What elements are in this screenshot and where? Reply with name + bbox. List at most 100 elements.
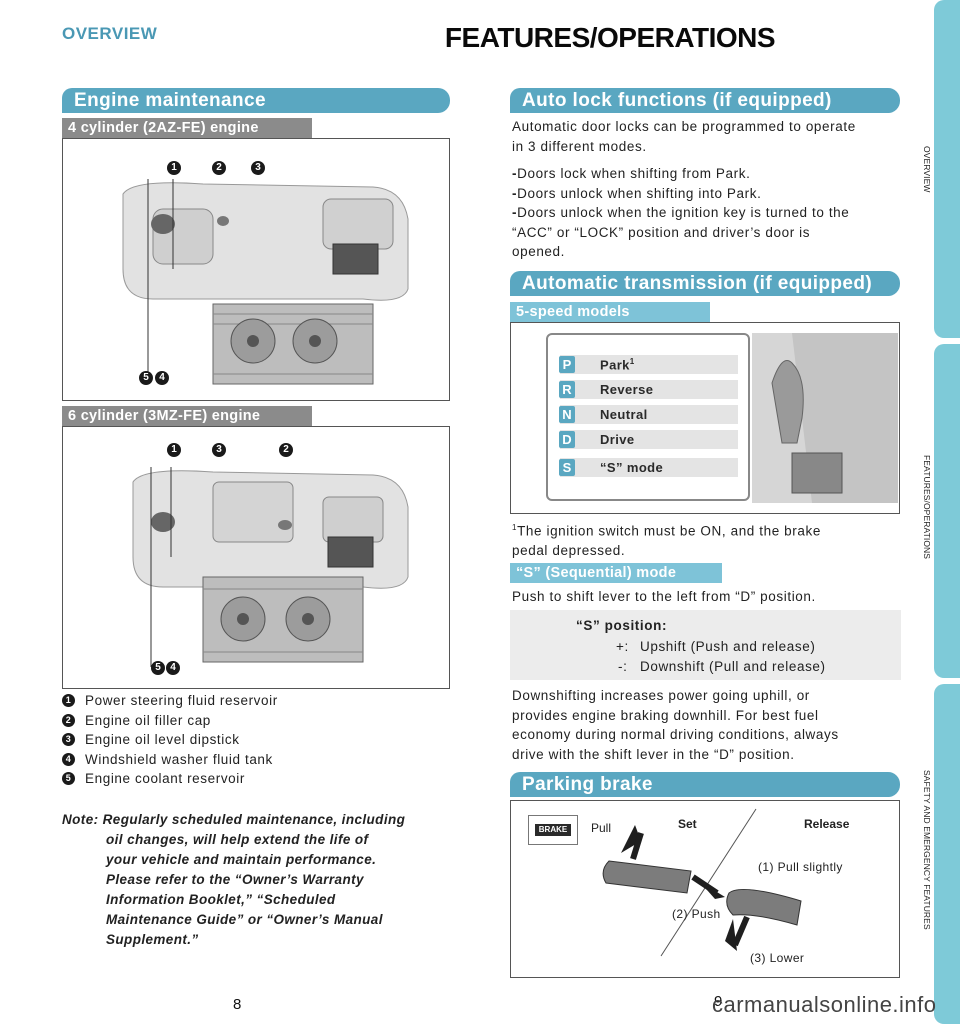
paragraph-line: economy during normal driving conditions…	[512, 727, 839, 742]
step1-label: (1) Pull slightly	[758, 860, 843, 874]
callout-6cyl-5: 5	[151, 661, 165, 675]
legend-item: 4 Windshield washer fluid tank	[62, 750, 450, 770]
callout-6cyl-3: 3	[212, 443, 226, 457]
s-position-plus: Upshift (Push and release)	[640, 639, 816, 654]
gear-letter-d: D	[559, 431, 575, 448]
legend-item: 5 Engine coolant reservoir	[62, 769, 450, 789]
four-cylinder-subheader: 4 cylinder (2AZ-FE) engine	[62, 118, 312, 138]
gear-label-reverse: Reverse	[600, 382, 654, 397]
shift-lever-photo	[752, 333, 898, 503]
bullet-dash: -	[512, 205, 518, 220]
auto-lock-mode-3: -Doors unlock when the ignition key is t…	[512, 203, 902, 223]
tab-safety-emergency[interactable]	[934, 684, 960, 1024]
auto-lock-body: Automatic door locks can be programmed t…	[512, 117, 902, 262]
s-position-title: “S” position:	[576, 618, 668, 633]
callout-4cyl-2: 2	[212, 161, 226, 175]
bullet-dash: -	[512, 166, 518, 181]
s-mode-intro: Push to shift lever to the left from “D”…	[512, 589, 816, 604]
overview-tag: OVERVIEW	[62, 24, 158, 43]
auto-transmission-header: Automatic transmission (if equipped)	[510, 271, 900, 296]
note-line: oil changes, will help extend the life o…	[106, 832, 369, 847]
note-line: Information Booklet,” “Scheduled	[106, 892, 336, 907]
s-position-minus: Downshift (Pull and release)	[640, 659, 826, 674]
mode-text: Doors unlock when the ignition key is tu…	[517, 205, 850, 220]
s-position-minus-key: -:	[618, 659, 628, 674]
legend-text: Power steering fluid reservoir	[85, 693, 278, 708]
gear-letter-n: N	[559, 406, 575, 423]
engine-4cyl-illustration	[63, 139, 449, 400]
footnote-mark: 1	[512, 523, 518, 532]
auto-lock-intro: Automatic door locks can be programmed t…	[512, 119, 856, 134]
footnote-text: pedal depressed.	[512, 543, 626, 558]
mode-text: Doors lock when shifting from Park.	[517, 166, 751, 181]
brake-warning-label: BRAKE	[535, 824, 571, 836]
pull-label: Pull	[591, 821, 612, 835]
note-line: your vehicle and maintain performance.	[106, 852, 377, 867]
legend-num: 3	[62, 733, 75, 747]
auto-lock-intro: in 3 different modes.	[512, 138, 647, 154]
note-line: Supplement.”	[106, 932, 199, 947]
gear-letter-r: R	[559, 381, 575, 398]
gear-label-s-mode: “S” mode	[600, 460, 664, 475]
callout-6cyl-1: 1	[167, 443, 181, 457]
s-mode-subheader: “S” (Sequential) mode	[510, 563, 722, 583]
s-position-plus-key: +:	[616, 639, 629, 654]
maintenance-note: Note: Regularly scheduled maintenance, i…	[62, 810, 457, 950]
tab-features-operations[interactable]	[934, 344, 960, 678]
downshift-paragraph: Downshifting increases power going uphil…	[512, 686, 902, 764]
footnote-ref: 1	[629, 357, 635, 366]
parking-brake-header: Parking brake	[510, 772, 900, 797]
mode-text-cont: opened.	[512, 244, 565, 259]
gear-row-reverse	[560, 380, 738, 399]
bullet-dash: -	[512, 185, 518, 201]
tab-overview[interactable]	[934, 0, 960, 338]
legend-text: Engine oil filler cap	[85, 712, 211, 728]
legend-num: 1	[62, 694, 75, 708]
note-line: Maintenance Guide” or “Owner’s Manual	[106, 912, 383, 927]
callout-4cyl-1: 1	[167, 161, 181, 175]
tab-safety-label: SAFETY AND EMERGENCY FEATURES	[922, 770, 932, 930]
callout-6cyl-2: 2	[279, 443, 293, 457]
release-label: Release	[804, 817, 850, 831]
four-cylinder-diagram	[62, 138, 450, 401]
gear-letter-p: P	[559, 356, 575, 373]
step2-label: (2) Push	[672, 907, 721, 921]
step3-label: (3) Lower	[750, 951, 805, 965]
callout-4cyl-4: 4	[155, 371, 169, 385]
legend-num: 5	[62, 772, 75, 786]
paragraph-line: provides engine braking downhill. For be…	[512, 707, 819, 723]
tab-features-label: FEATURES/OPERATIONS	[922, 455, 932, 560]
gear-label-neutral: Neutral	[600, 407, 648, 422]
mode-text-cont: “ACC” or “LOCK” position and driver’s do…	[512, 224, 811, 240]
gear-row-drive	[560, 430, 738, 449]
gear-row-s-mode	[560, 458, 738, 477]
auto-lock-mode-2: -Doors unlock when shifting into Park.	[512, 184, 902, 204]
parking-brake-illustration	[602, 808, 802, 957]
shift-lever-illustration	[752, 333, 898, 503]
gear-label-park: Park1	[600, 357, 635, 372]
callout-4cyl-5: 5	[139, 371, 153, 385]
five-speed-subheader: 5-speed models	[510, 302, 710, 322]
page-number-right: 9	[714, 993, 723, 1010]
six-cylinder-diagram	[62, 426, 450, 689]
auto-lock-mode-1: -Doors lock when shifting from Park.	[512, 164, 902, 184]
brake-warning-icon: BRAKE	[528, 815, 578, 845]
transmission-footnote: 1The ignition switch must be ON, and the…	[512, 518, 902, 561]
legend-text: Windshield washer fluid tank	[85, 751, 273, 767]
tab-overview-label: OVERVIEW	[922, 146, 932, 193]
auto-lock-header: Auto lock functions (if equipped)	[510, 88, 900, 113]
legend-text: Engine coolant reservoir	[85, 771, 245, 786]
legend-item: 1 Power steering fluid reservoir	[62, 691, 450, 711]
mode-text: Doors unlock when shifting into Park.	[517, 185, 762, 201]
callout-6cyl-4: 4	[166, 661, 180, 675]
paragraph-line: Downshifting increases power going uphil…	[512, 688, 810, 703]
watermark: carmanualsonline.info	[712, 992, 937, 1017]
gear-letter-s: S	[559, 459, 575, 476]
s-position-box	[510, 610, 901, 680]
legend-text: Engine oil level dipstick	[85, 732, 240, 747]
legend-item: 3 Engine oil level dipstick	[62, 730, 450, 750]
legend-num: 4	[62, 752, 75, 766]
callout-4cyl-3: 3	[251, 161, 265, 175]
note-line: Note: Regularly scheduled maintenance, i…	[62, 812, 406, 827]
